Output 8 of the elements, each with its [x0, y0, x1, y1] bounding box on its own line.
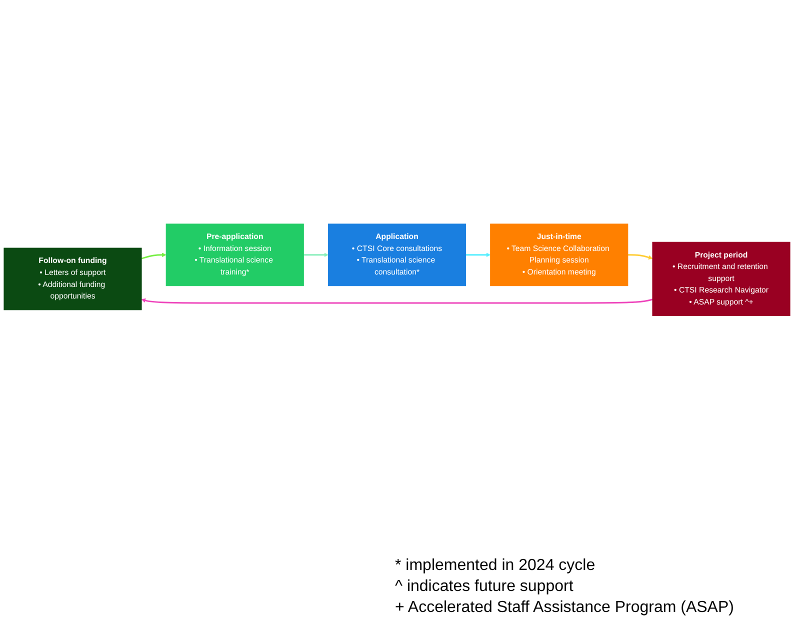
footnote: * implemented in 2024 cycle: [395, 556, 596, 576]
arrow: [141, 252, 166, 260]
arrow: [304, 252, 328, 258]
arrow: [466, 252, 491, 258]
arrow: [141, 298, 653, 304]
footnote: ^ indicates future support: [395, 577, 574, 597]
footnote: + Accelerated Staff Assistance Program (ASAP): [395, 598, 734, 618]
arrow: [628, 254, 653, 260]
